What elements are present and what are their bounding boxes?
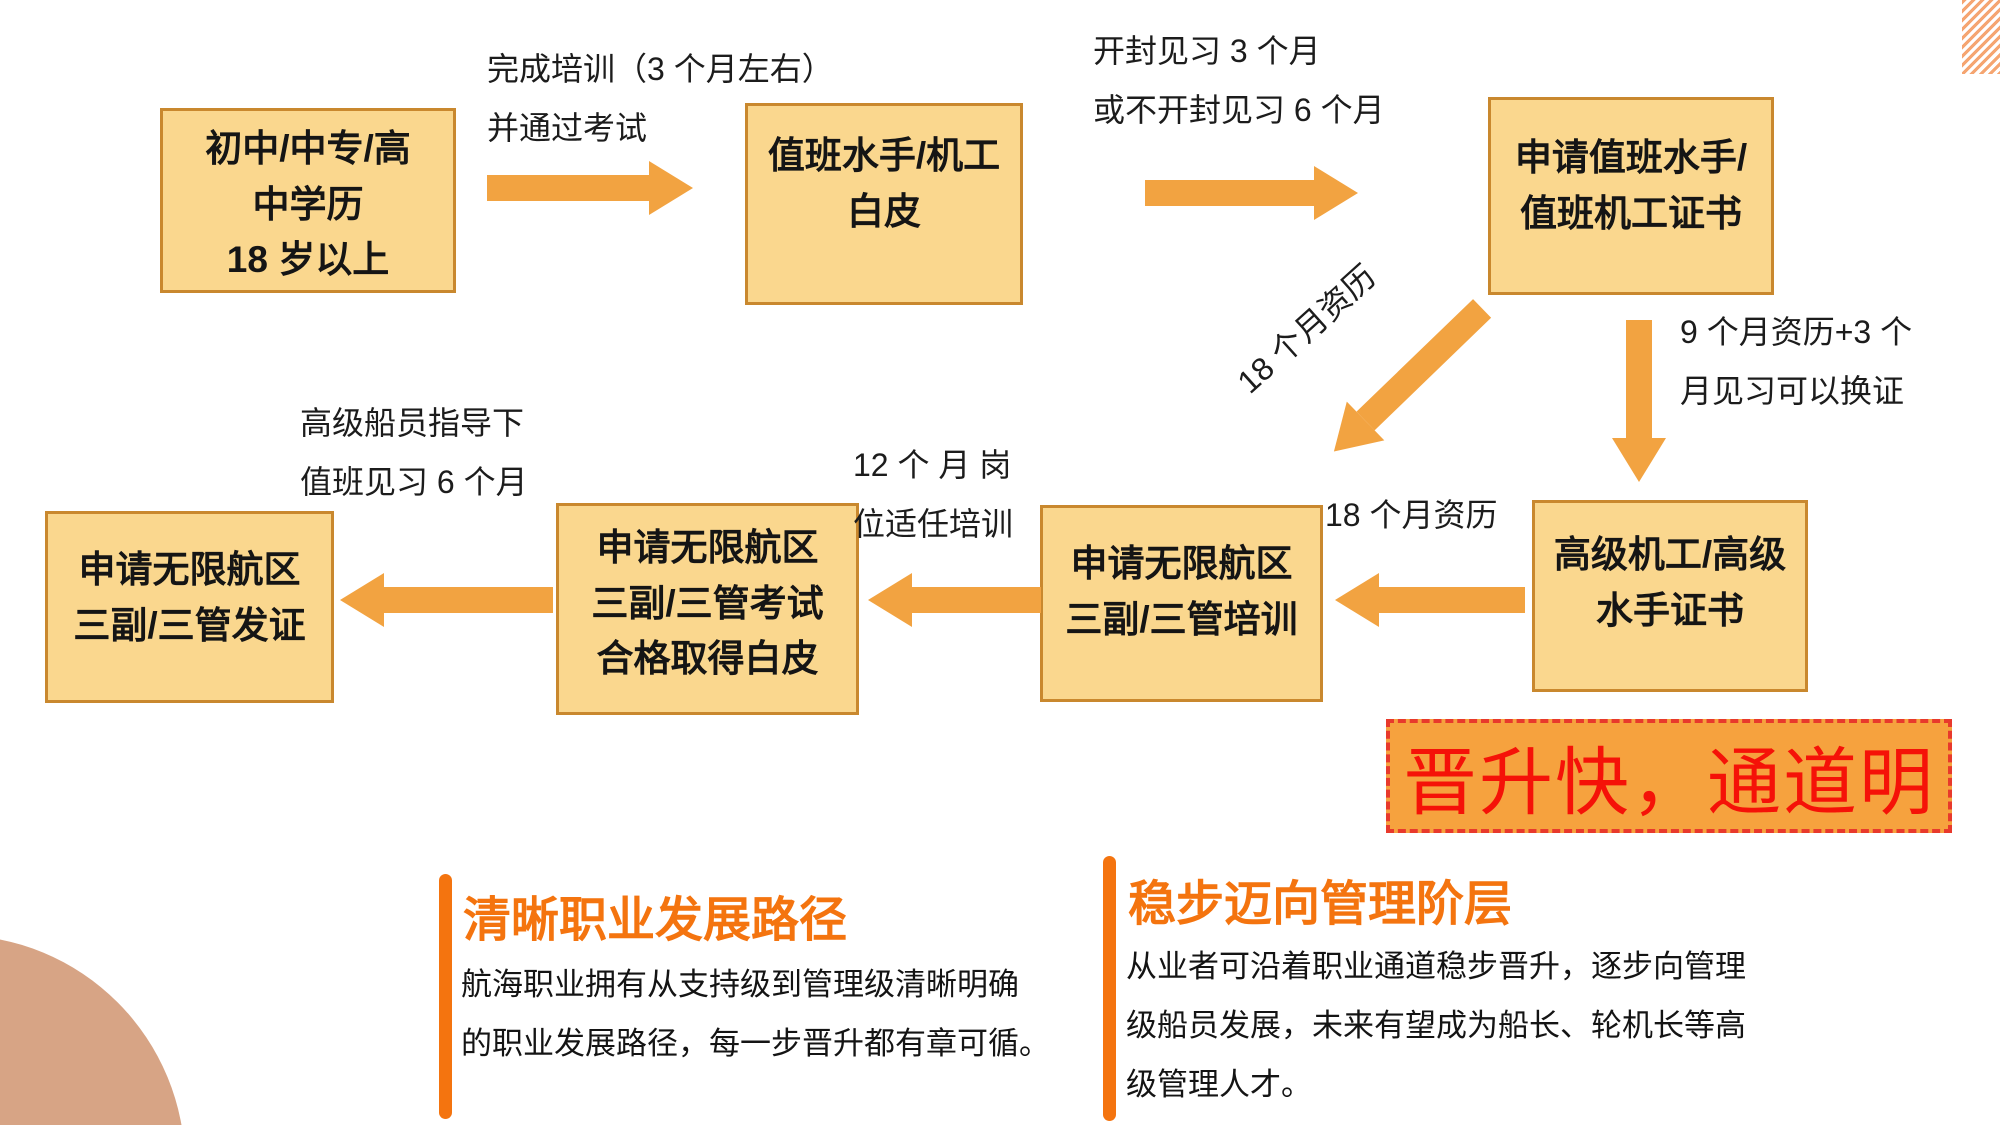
corner-stripe-decoration <box>1962 0 2000 74</box>
arrow-head <box>340 573 384 627</box>
section-heading-career-path: 清晰职业发展路径 <box>463 894 848 947</box>
section-heading-management: 稳步迈向管理阶层 <box>1128 878 1513 931</box>
arrow-head <box>868 573 912 627</box>
flow-node-education: 初中/中专/高 中学历 18 岁以上 <box>160 108 456 293</box>
arrow-head <box>1314 166 1358 220</box>
edge-label-18-months: 18 个月资历 <box>1325 497 1498 533</box>
arrow-head <box>649 161 693 215</box>
arrow-shaft <box>1626 320 1652 438</box>
edge-label-supervised-watch: 高级船员指导下 值班见习 6 个月 <box>300 405 528 501</box>
arrow-shaft <box>384 587 553 613</box>
flow-node-officer-issue: 申请无限航区 三副/三管发证 <box>45 511 334 703</box>
arrow-head <box>1612 438 1666 482</box>
accent-bar <box>1103 856 1116 1121</box>
corner-circle-decoration <box>0 935 185 1125</box>
arrow-left-icon <box>868 573 1041 627</box>
flow-node-senior-cert: 高级机工/高级 水手证书 <box>1532 500 1808 692</box>
flow-node-whitebook: 值班水手/机工 白皮 <box>745 103 1023 305</box>
edge-label-training-exam: 完成培训（3 个月左右） 并通过考试 <box>487 51 834 147</box>
arrow-left-icon <box>1335 573 1525 627</box>
arrow-shaft <box>487 175 649 201</box>
section-body-career-path: 航海职业拥有从支持级到管理级清晰明确 的职业发展路径，每一步晋升都有章可循。 <box>461 967 1050 1061</box>
arrow-shaft <box>1356 299 1492 431</box>
section-body-management: 从业者可沿着职业通道稳步晋升，逐步向管理 级船员发展，未来有望成为船长、轮机长等… <box>1126 949 1746 1102</box>
flow-node-officer-training: 申请无限航区 三副/三管培训 <box>1040 505 1323 702</box>
arrow-shaft <box>912 587 1041 613</box>
arrow-down-icon <box>1612 320 1666 482</box>
edge-label-swap-cert: 9 个月资历+3 个 月见习可以换证 <box>1680 314 1913 410</box>
edge-label-probation: 开封见习 3 个月 或不开封见习 6 个月 <box>1093 33 1385 129</box>
arrow-shaft <box>1145 180 1314 206</box>
accent-bar <box>439 874 452 1119</box>
promotion-banner: 晋升快，通道明 <box>1386 719 1952 833</box>
flow-node-officer-exam: 申请无限航区 三副/三管考试 合格取得白皮 <box>556 503 859 715</box>
edge-label-12-months-post: 12 个 月 岗 位适任培训 <box>853 447 1014 543</box>
arrow-head <box>1335 573 1379 627</box>
arrow-shaft <box>1379 587 1525 613</box>
arrow-right-icon <box>487 161 693 215</box>
flow-node-apply-watch-cert: 申请值班水手/ 值班机工证书 <box>1488 97 1774 295</box>
arrow-left-icon <box>340 573 553 627</box>
arrow-right-icon <box>1145 166 1358 220</box>
